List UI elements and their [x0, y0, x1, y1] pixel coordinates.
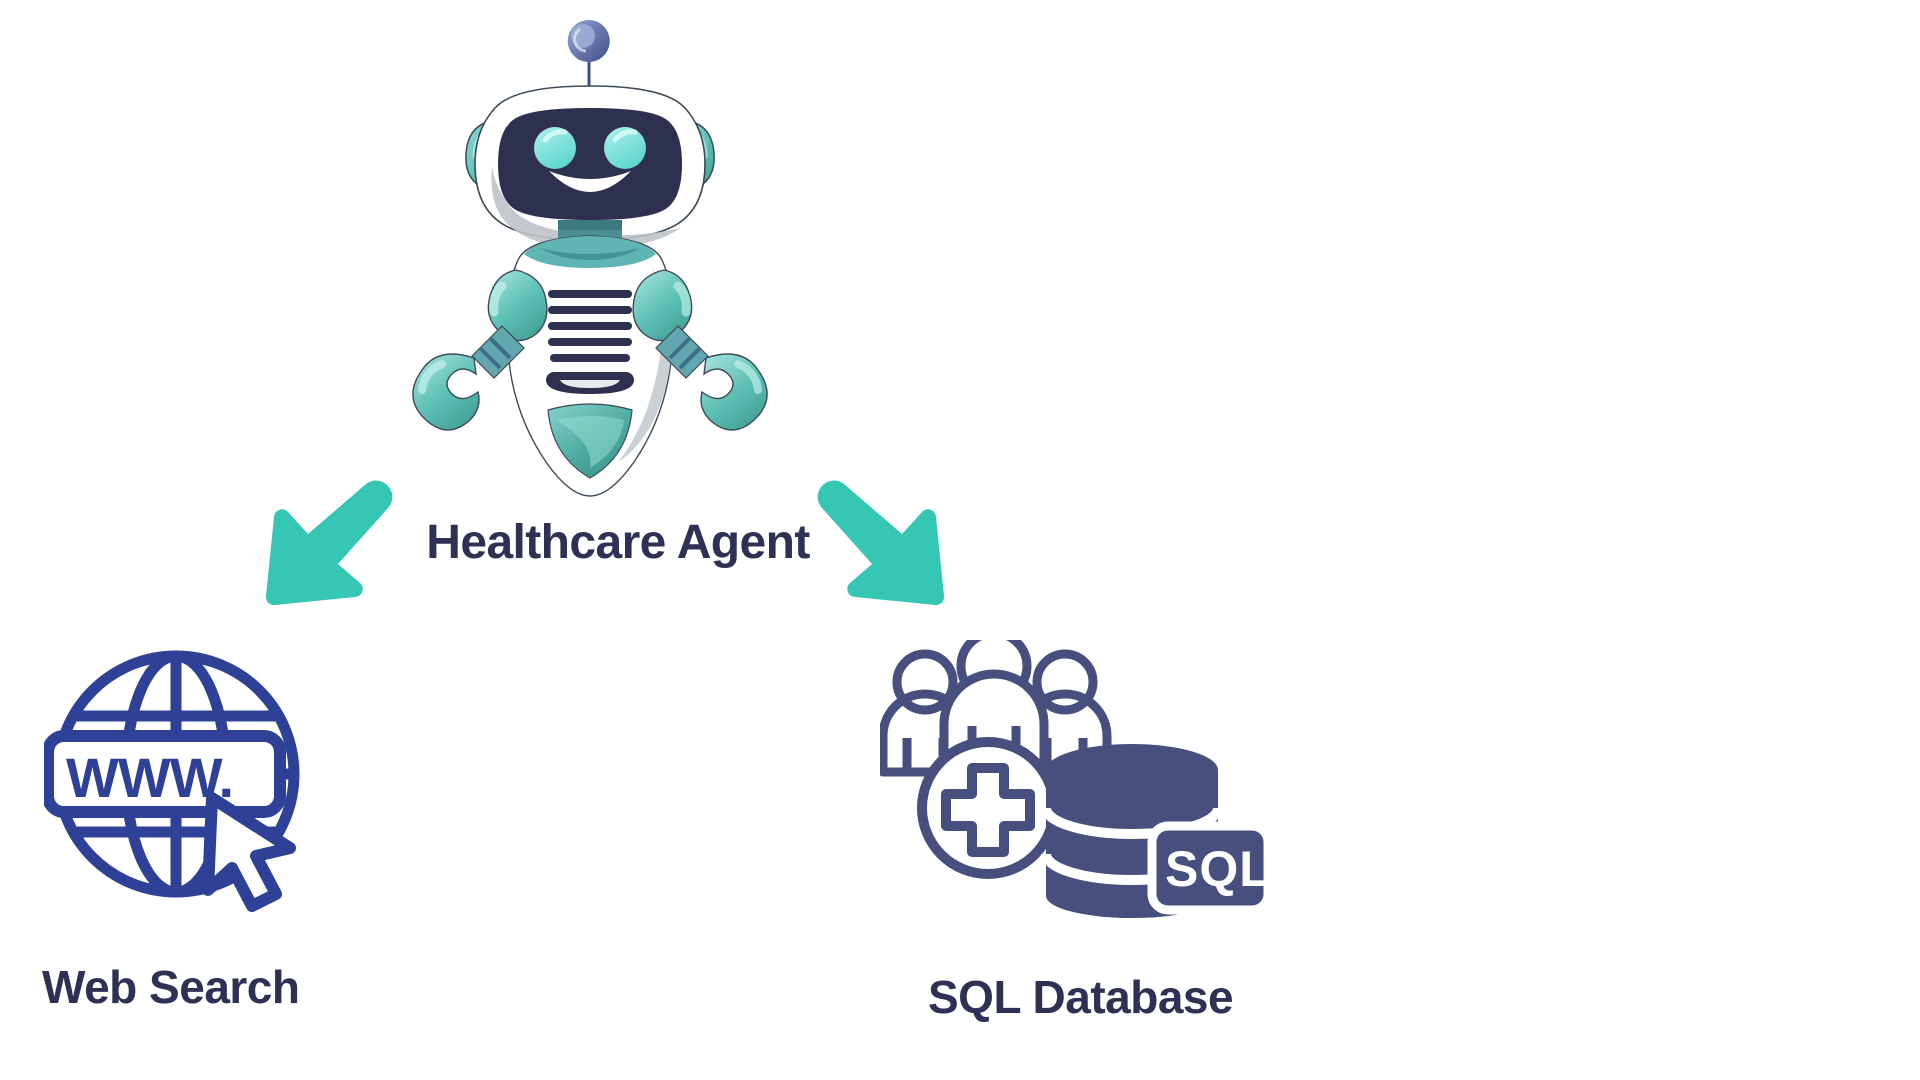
- healthcare-agent-label: Healthcare Agent: [426, 516, 810, 569]
- arrow-down-right: [808, 478, 958, 618]
- arrow-down-left: [252, 478, 402, 618]
- svg-text:SQL: SQL: [1165, 841, 1270, 897]
- tool-label-web-search: Web Search: [42, 961, 300, 1013]
- healthcare-agent-node[interactable]: [380, 8, 800, 498]
- tool-node-sql-database[interactable]: SQL SQL Database: [880, 640, 1270, 1020]
- globe-www-cursor-icon: WWW.: [44, 632, 334, 942]
- tool-node-web-search[interactable]: WWW. Web Search: [36, 632, 334, 1010]
- patients-database-icon: SQL: [880, 640, 1270, 940]
- tool-label-sql-database: SQL Database: [928, 971, 1234, 1023]
- robot-icon: [380, 8, 800, 498]
